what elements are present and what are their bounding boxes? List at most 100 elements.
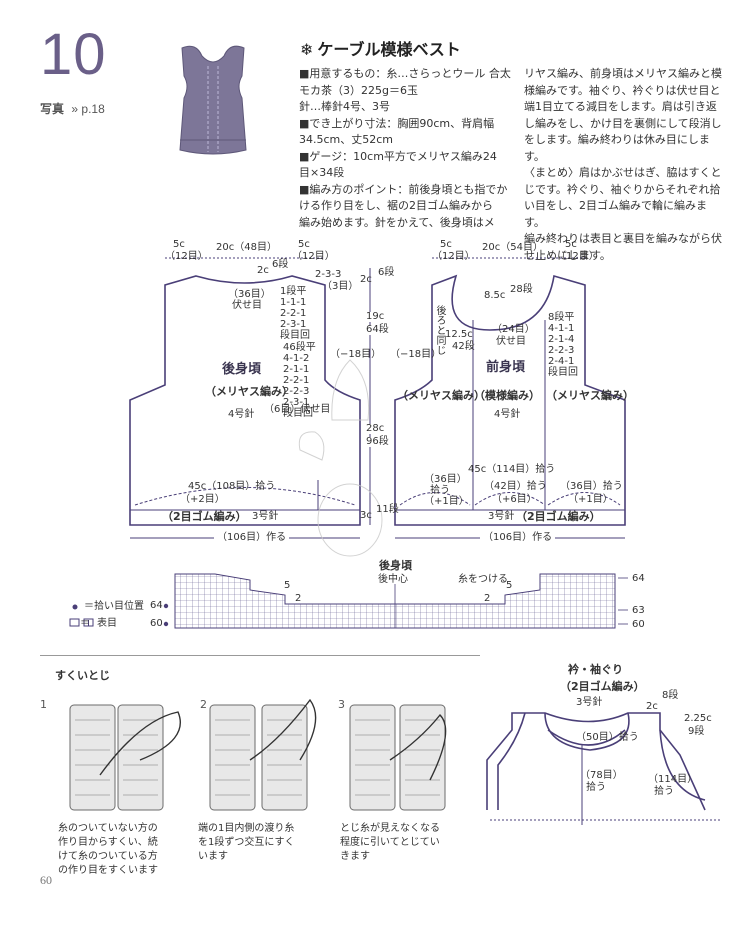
back-neck-bind: （36目）	[228, 289, 271, 300]
front-p1b: 拾う	[430, 485, 450, 496]
front-rib: （2目ゴム編み）	[516, 510, 601, 523]
photo-reference: 写真 » p.18	[40, 100, 105, 117]
back-top-left: 5c	[173, 239, 185, 250]
legend-pickup: ＝拾い目位置	[84, 601, 144, 612]
chart-attach: 糸をつける	[458, 574, 508, 585]
back-cast-on: （106目）作る	[214, 533, 290, 543]
collar-w: 2.25c	[684, 713, 712, 724]
chart-row-64-right: 64	[632, 573, 645, 584]
chart-mark-2a: 2	[295, 593, 302, 604]
page-number: 60	[40, 873, 52, 887]
center-rib-rows: 11段	[376, 504, 399, 515]
knit-square-icon	[69, 618, 80, 627]
chart-center: 後中心	[378, 574, 408, 585]
back-top-mid: 20c（48目）	[216, 242, 277, 253]
back-arm-bind: （6目）伏せ目	[264, 404, 331, 415]
front-neck-side: 12.5c	[445, 329, 473, 340]
front-neck-rows: 28段	[510, 284, 533, 295]
back-shoulder-sub: （3目）	[322, 281, 359, 292]
step-2-caption: 端の1目内側の渡り糸 を1段ずつ交互にすく います	[198, 823, 295, 862]
chevron-right-icon: »	[71, 102, 79, 116]
front-rib-needle: 3号針	[488, 511, 515, 522]
front-needle: 4号針	[494, 409, 521, 420]
back-rib-needle: 3号針	[252, 511, 279, 522]
watermark-illustration	[298, 359, 383, 557]
back-body-stitch: （メリヤス編み）	[205, 385, 293, 398]
step-2-number: 2	[200, 698, 207, 711]
front-stitch-mid: （模様編み）	[474, 389, 540, 402]
back-dec-2: 46段平 4-1-2 2-1-1 2-2-1 2-2-3 2-3-1 段目回	[283, 342, 316, 419]
back-body-needle: 4号針	[228, 409, 255, 420]
back-top-left-sub: （12目）	[165, 251, 208, 262]
back-dec-1: 1段平 1-1-1 2-2-1 2-3-1 段目回	[280, 286, 310, 341]
pattern-title: ❄ケーブル模様ベスト	[300, 40, 461, 59]
chart-row-63-right: 63	[632, 605, 645, 616]
back-neck-depth: 2c	[257, 265, 269, 276]
front-stitch-left: （メリヤス編み）	[397, 389, 485, 402]
front-p2b: （+6目）	[492, 494, 537, 505]
instructions-column-2: リヤス編み、前身頃はメリヤス編みと模 様編みです。袖ぐり、衿ぐりは伏せ目と 端1…	[524, 67, 722, 262]
back-pickup: 45c（108目）拾う	[188, 481, 276, 492]
center-arm-rows: 64段	[366, 324, 389, 335]
step-3-caption: とじ糸が見えなくなる 程度に引いてとじてい きます	[340, 823, 440, 862]
center-body-rows: 96段	[366, 436, 389, 447]
step-1-caption: 糸のついていない方の 作り目からすくい、続 けて糸のついている方 の作り目をすく…	[58, 823, 158, 876]
chart-mark-5a: 5	[284, 580, 291, 591]
front-neck-side-rows: 42段	[452, 341, 475, 352]
chart-row-60-right: 60	[632, 619, 645, 630]
back-neck-rows: 6段	[272, 259, 289, 270]
collar-arm-b: 拾う	[654, 786, 674, 797]
photo-page-link[interactable]: p.18	[81, 102, 105, 116]
front-stitch-right: （メリヤス編み）	[546, 389, 634, 402]
chart-mark-5b: 5	[506, 580, 513, 591]
back-top-right-sub: （12目）	[292, 251, 335, 262]
collar-h: 2c	[646, 701, 658, 712]
front-pickup: 45c（114目）拾う	[468, 464, 556, 475]
legend-eq: ＝	[80, 618, 90, 629]
center-arm-h: 19c	[366, 311, 385, 322]
instructions-column-1: ■用意するもの：糸…さらっとウール 合太 モカ茶（3）225g＝6玉 針…棒針4…	[299, 67, 511, 229]
section-divider	[40, 655, 480, 656]
back-body-title: 後身頃	[222, 362, 262, 377]
front-p3: （36目）拾う	[560, 481, 623, 492]
sukui-title: すくいとじ	[55, 669, 110, 682]
legend-knit: 表目	[97, 618, 117, 629]
pattern-number: 10	[40, 22, 107, 87]
front-p1c: （+1目）	[424, 496, 469, 507]
step-1-number: 1	[40, 698, 47, 711]
snowflake-icon: ❄	[300, 40, 314, 59]
chart-row-60-left: 60	[150, 618, 163, 629]
chart-title: 後身頃	[379, 559, 412, 572]
chart-row-64-left: 64	[150, 600, 163, 611]
front-neck-bind-label: 伏せ目	[496, 336, 526, 347]
needle-thread-icon	[99, 711, 181, 776]
collar-front-neck: （78目）	[580, 770, 623, 781]
front-neck-h: 8.5c	[484, 290, 506, 301]
back-shoulder: 2-3-3	[315, 269, 342, 280]
center-neck-h: 2c	[360, 274, 372, 285]
photo-label: 写真	[40, 102, 65, 116]
back-pickup-sub: （+2目）	[180, 494, 225, 505]
front-dec: 8段平 4-1-1 2-1-4 2-2-3 2-4-1 段目回	[548, 312, 578, 378]
front-arm-side: （−18目）	[390, 349, 442, 360]
front-back-same: 後ろと同じ	[434, 305, 445, 355]
back-neck-bind-label: 伏せ目	[232, 300, 262, 311]
front-top-right-sub: （12目）	[556, 251, 599, 262]
collar-front-neck-b: 拾う	[586, 782, 606, 793]
center-neck-rows: 6段	[378, 267, 395, 278]
front-body-title: 前身頃	[486, 360, 526, 375]
back-rib: （2目ゴム編み）	[162, 510, 247, 523]
front-top-right: 5c	[565, 239, 577, 250]
front-top-left: 5c	[440, 239, 452, 250]
collar-title: 衿・袖ぐり	[568, 663, 623, 676]
front-cast-on: （106目）作る	[480, 533, 556, 543]
chart-mark-2b: 2	[484, 593, 491, 604]
collar-arm: （114目）	[648, 774, 698, 785]
back-arm-side: （−18目）	[330, 349, 382, 360]
collar-w-rows: 9段	[688, 726, 705, 737]
front-top-mid: 20c（54目）	[482, 242, 543, 253]
front-p3b: （+1目）	[568, 494, 613, 505]
